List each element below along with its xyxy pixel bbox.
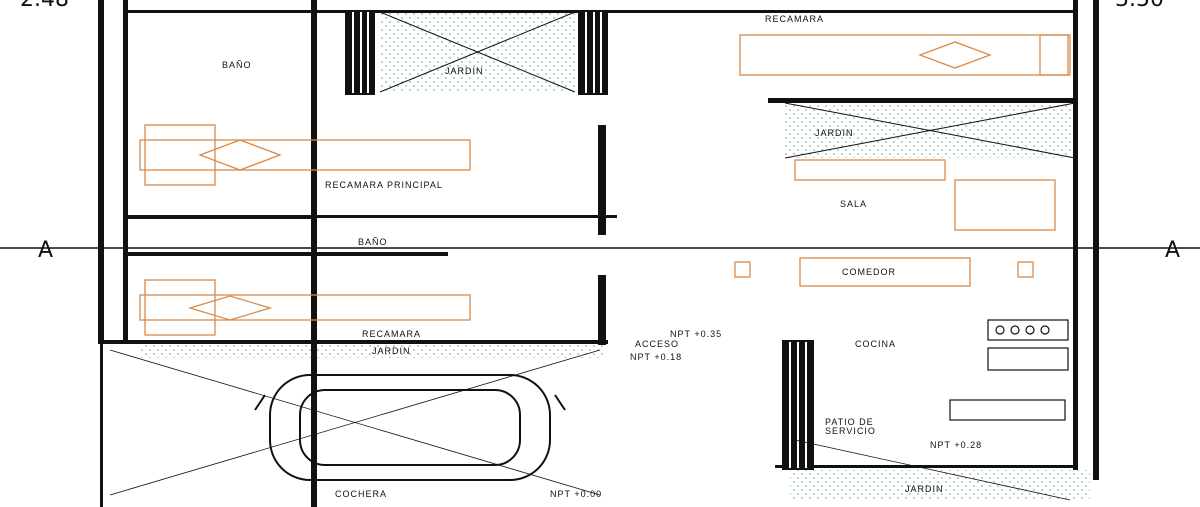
wall-bottom-left (98, 340, 608, 344)
stove (987, 319, 1069, 341)
armchair (954, 179, 1056, 231)
room-comedor: COMEDOR (842, 267, 896, 277)
dimension-top-left: 2.48 (20, 0, 69, 12)
room-bano-mid: BAÑO (358, 237, 388, 247)
wall-left-outer (98, 0, 104, 340)
wall-bath-sep (128, 252, 448, 256)
room-jardin-corner: JARDIN (905, 484, 944, 494)
dining-table (799, 257, 971, 287)
labels: 2.48 3.50 A A RECAMARA BAÑO JARDIN JARDI… (20, 0, 1180, 499)
sofa (794, 159, 946, 181)
room-patio-2: SERVICIO (825, 426, 876, 436)
wall-mid-left (128, 215, 311, 219)
laundry (949, 399, 1066, 421)
bed-master (139, 139, 471, 171)
room-jardin-right: JARDIN (815, 128, 854, 138)
kitchen-appliances (949, 319, 1069, 421)
wall-mid-horizontal (317, 215, 617, 218)
level-npt-035: NPT +0.35 (670, 329, 722, 339)
wall-column-a (598, 125, 606, 235)
dimension-top-right: 3.50 (1115, 0, 1164, 12)
furniture (139, 34, 1071, 336)
room-cochera: COCHERA (335, 489, 387, 499)
room-recamara-bottom: RECAMARA (362, 329, 421, 339)
walls (98, 0, 1099, 507)
section-marker-left: A (38, 238, 53, 263)
garden-bottom (140, 343, 605, 358)
section-marker-right: A (1165, 238, 1180, 263)
bed-bottom (139, 294, 471, 321)
level-npt-000: NPT +0.00 (550, 489, 602, 499)
wall-top-right (768, 98, 1078, 103)
level-npt-028: NPT +0.28 (930, 440, 982, 450)
room-sala: SALA (840, 199, 867, 209)
room-acceso: ACCESO (635, 339, 679, 349)
room-jardin-top: JARDIN (445, 66, 484, 76)
wall-left-inner (123, 0, 128, 340)
wall-left-bottom (100, 340, 103, 507)
wall-right-kitchen (775, 465, 1075, 468)
wall-right-inner (1073, 0, 1078, 470)
room-recamara-principal: RECAMARA PRINCIPAL (325, 180, 443, 190)
wall-column-b (598, 275, 606, 345)
garden-areas (140, 11, 1090, 500)
room-jardin-bottom: JARDIN (372, 346, 411, 356)
level-npt-018: NPT +0.18 (630, 352, 682, 362)
sink (987, 347, 1069, 371)
wall-right-outer (1093, 0, 1099, 480)
garden-corner (790, 470, 1090, 500)
room-bano-top: BAÑO (222, 60, 252, 70)
room-cocina: COCINA (855, 339, 896, 349)
room-recamara-top: RECAMARA (765, 14, 824, 24)
room-patio-1: PATIO DE (825, 417, 874, 427)
car (254, 374, 566, 481)
cochera-cross (109, 349, 1071, 501)
bed-top (739, 34, 1071, 76)
column-stripes (352, 12, 807, 468)
